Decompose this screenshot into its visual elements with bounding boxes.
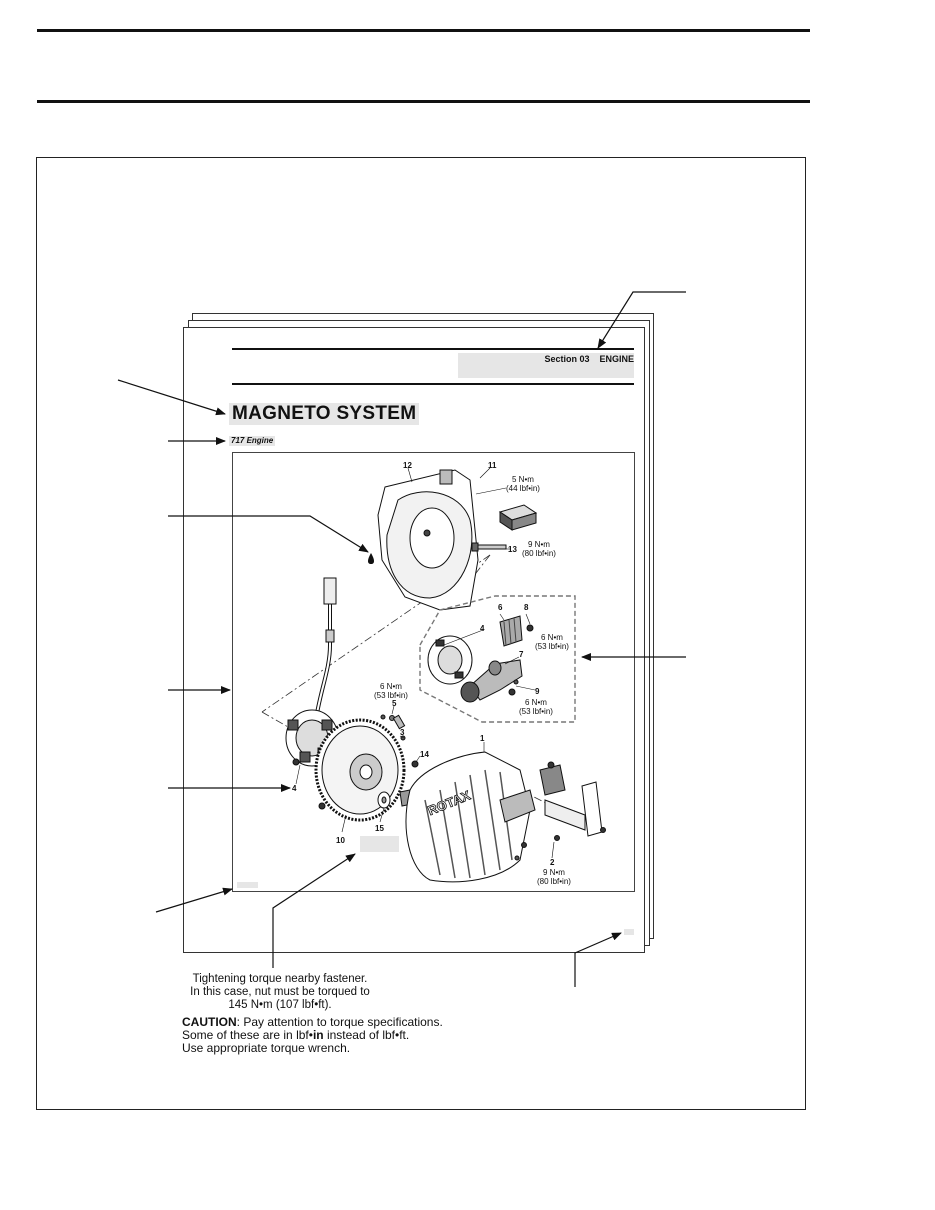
caution-line-2c: instead of lbf•ft. <box>323 1028 410 1042</box>
section-name: ENGINE <box>599 354 634 364</box>
torque-imperial: (53 lbf•in) <box>374 691 408 700</box>
torque-callout-8: 6 N•m (53 lbf•in) <box>535 633 569 651</box>
tightening-line-3: 145 N•m (107 lbf•ft). <box>228 999 332 1011</box>
torque-callout-9: 6 N•m (53 lbf•in) <box>519 698 553 716</box>
nearby-torque-tag <box>360 836 399 852</box>
torque-nm: 6 N•m <box>380 682 402 691</box>
caution-line-3: Use appropriate torque wrench. <box>182 1041 351 1055</box>
torque-callout-13: 9 N•m (80 lbf•in) <box>522 540 556 558</box>
tightening-line-2: In this case, nut must be torqued to <box>190 986 370 998</box>
figure-number-tag <box>237 882 258 888</box>
torque-imperial: (44 lbf•in) <box>506 484 540 493</box>
part-number-7: 7 <box>519 650 524 659</box>
torque-nm: 9 N•m <box>528 540 550 549</box>
torque-nm: 9 N•m <box>543 868 565 877</box>
part-number-5: 5 <box>392 699 397 708</box>
section-header: Section 03 ENGINE <box>462 353 634 365</box>
part-number-12: 12 <box>403 461 412 470</box>
part-number-14: 14 <box>420 750 429 759</box>
caution-line-2a: Some of these are in lbf• <box>182 1028 313 1042</box>
part-number-2: 2 <box>550 858 555 867</box>
tightening-note: Tightening torque nearby fastener. In th… <box>150 973 410 1012</box>
caution-line-2b: in <box>312 1028 324 1042</box>
section-label: Section 03 <box>544 354 590 364</box>
arrow-title <box>117 379 226 416</box>
arrow-figure <box>155 887 233 913</box>
section-header-box <box>458 353 634 378</box>
torque-nm: 5 N•m <box>512 475 534 484</box>
part-number-1: 1 <box>480 734 485 743</box>
part-number-4: 4 <box>292 784 297 793</box>
part-number-13: 13 <box>508 545 517 554</box>
part-number-6: 6 <box>498 603 503 612</box>
torque-imperial: (53 lbf•in) <box>535 642 569 651</box>
sealant-drop <box>368 553 374 564</box>
section-rule-top <box>232 348 634 350</box>
exploded-view-frame <box>232 452 635 892</box>
part-number-3: 3 <box>400 728 405 737</box>
torque-callout-5: 6 N•m (53 lbf•in) <box>374 682 408 700</box>
section-rule-bottom <box>232 383 634 385</box>
page-subtitle: 717 Engine <box>229 436 276 446</box>
page-number-tag <box>624 929 634 935</box>
part-number-9: 9 <box>535 687 540 696</box>
part-number-11: 11 <box>488 461 497 470</box>
rotax-cover <box>405 751 531 883</box>
header-rule-bottom <box>37 100 810 103</box>
part-number-15: 15 <box>375 824 384 833</box>
arrow-section <box>597 291 686 349</box>
page-title: MAGNETO SYSTEM <box>229 403 420 425</box>
part-number-10: 10 <box>336 836 345 845</box>
caution-label: CAUTION <box>182 1015 237 1029</box>
explanation-frame <box>36 157 806 1110</box>
header-rule-top <box>37 29 810 32</box>
torque-nm: 6 N•m <box>525 698 547 707</box>
arrow-page <box>574 932 622 987</box>
torque-nm: 6 N•m <box>541 633 563 642</box>
subassembly-outline <box>419 595 576 723</box>
torque-imperial: (80 lbf•in) <box>537 877 571 886</box>
part-number-8: 8 <box>524 603 529 612</box>
caution-line-1: : Pay attention to torque specifications… <box>236 1015 443 1029</box>
arrow-tightening <box>272 853 356 968</box>
torque-imperial: (53 lbf•in) <box>519 707 553 716</box>
part-number-4-group: 4 <box>480 624 485 633</box>
caution-note: CAUTION: Pay attention to torque specifi… <box>182 1016 443 1055</box>
tightening-line-1: Tightening torque nearby fastener. <box>192 973 368 985</box>
torque-callout-2: 9 N•m (80 lbf•in) <box>537 868 571 886</box>
torque-callout-11: 5 N•m (44 lbf•in) <box>506 475 540 493</box>
arrow-sealant <box>168 515 369 553</box>
torque-imperial: (80 lbf•in) <box>522 549 556 558</box>
